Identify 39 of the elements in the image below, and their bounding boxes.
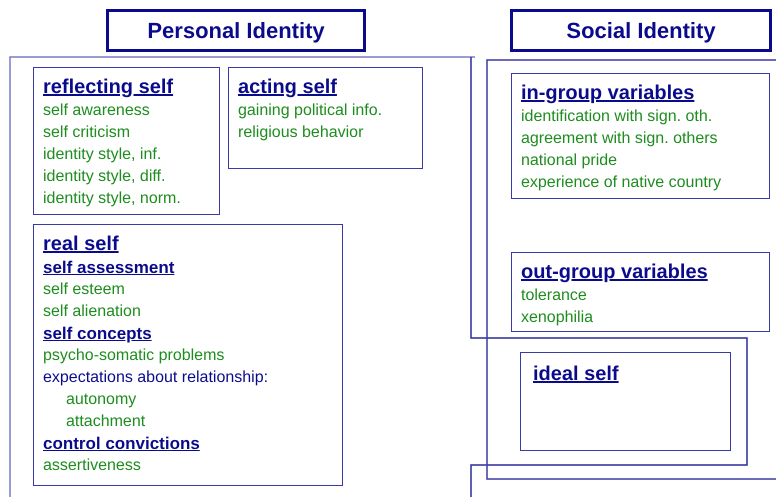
item-text: experience of native country [521,173,722,193]
category-box [520,352,731,451]
item-text: self criticism [43,123,130,143]
item-text: national pride [521,151,618,171]
item-text: identification with sign. oth. [521,107,712,127]
item-text: tolerance [521,286,587,306]
item-text: agreement with sign. others [521,129,718,149]
category-box [228,67,423,169]
header-title: Social Identity [566,18,716,44]
item-text: identity style, inf. [43,145,162,165]
header-box [510,9,772,52]
note-text: expectations about relationship: [43,368,268,388]
item-text: assertiveness [43,456,141,476]
header-title: Personal Identity [147,18,325,44]
subheading: control convictions [43,433,200,455]
section-heading: in-group variables [521,81,694,106]
header-box [106,9,366,52]
category-box [33,67,220,215]
subheading: self concepts [43,323,152,345]
section-heading: reflecting self [43,75,174,100]
item-text: identity style, diff. [43,167,166,187]
category-box [33,224,343,486]
item-text: self awareness [43,101,150,121]
item-text: attachment [65,412,146,432]
item-text: psycho-somatic problems [43,346,224,366]
item-text: self alienation [43,302,141,322]
item-text: autonomy [65,390,136,410]
item-text: xenophilia [521,308,594,328]
category-box [511,73,770,199]
item-text: self esteem [43,280,125,300]
section-heading: real self [43,232,119,257]
category-box [511,252,770,332]
item-text: gaining political info. [238,101,382,121]
item-text: identity style, norm. [43,189,181,209]
section-heading: ideal self [533,362,619,387]
section-heading: acting self [238,75,337,100]
subheading: self assessment [43,257,174,279]
item-text: religious behavior [238,123,364,143]
section-heading: out-group variables [521,260,708,285]
